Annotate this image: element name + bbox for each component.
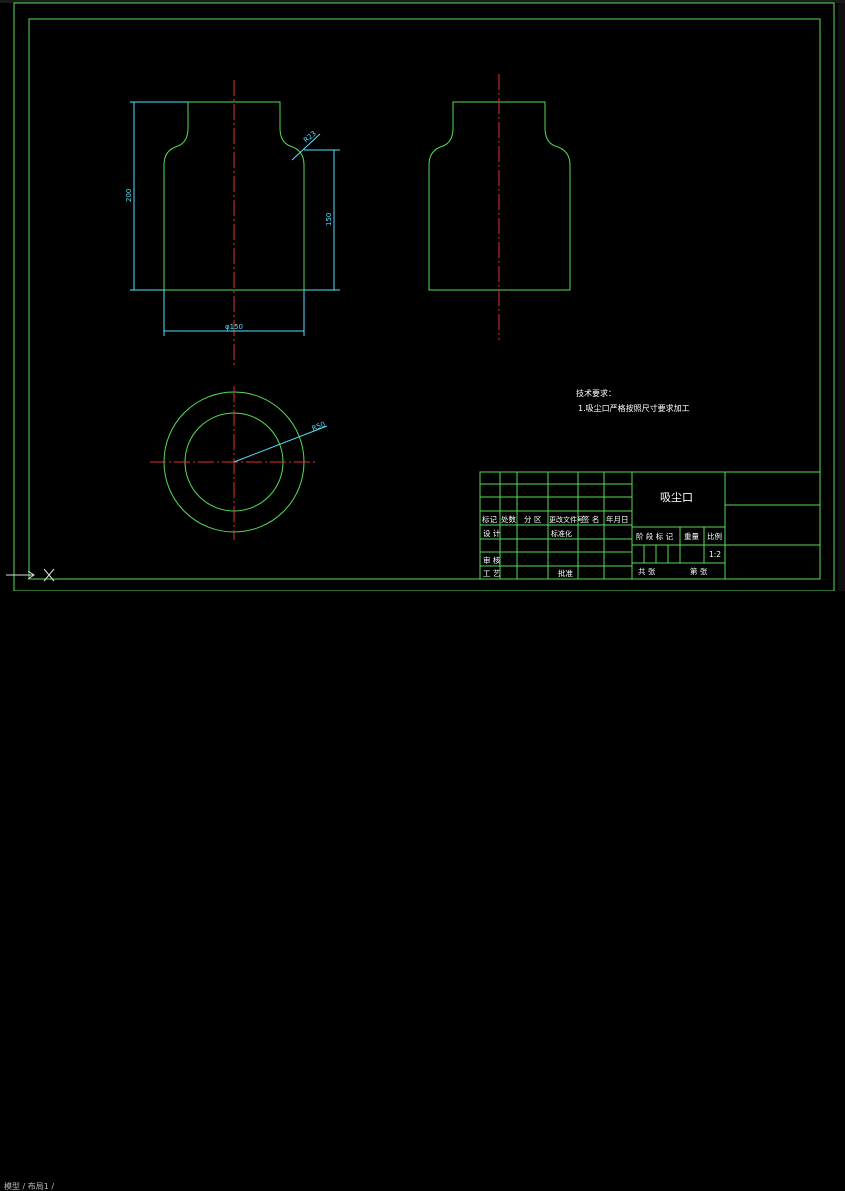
front-view: 200 150 φ150 R23 [125, 80, 340, 367]
title-block-label-fenqu: 分 区 [524, 515, 542, 524]
title-block-label-shenhe: 审 核 [483, 555, 501, 565]
title-block-label-sheji: 设 计 [483, 528, 501, 538]
dim-150-label: 150 [325, 213, 333, 226]
inner-frame [28, 18, 821, 580]
title-block-label-zhongliang: 重量 [684, 532, 699, 541]
layout-tabs-label[interactable]: 模型 / 布局1 / [4, 1182, 55, 1191]
top-border-bar [0, 0, 845, 3]
vertical-scrollbar[interactable] [838, 3, 845, 591]
side-view [428, 74, 571, 340]
title-block-label-riqi: 年月日 [606, 514, 629, 524]
side-view-outline [428, 101, 571, 291]
title-block-label-bili: 比例 [707, 531, 722, 541]
layout-tab-strip: 模型 / 布局1 / [0, 591, 845, 1191]
title-block-label-biaoji: 标记 [482, 514, 497, 524]
tech-requirements-title: 技术要求： [576, 388, 616, 398]
title-block-label-gongzhang: 共 张 [638, 567, 656, 576]
title-block-scale-value: 1:2 [709, 550, 721, 559]
tech-requirements-item-1: 1.吸尘口严格按照尺寸要求加工 [578, 403, 690, 413]
cad-drawing-canvas[interactable]: 200 150 φ150 R23 R50 技术要求： 1.吸尘口严格按照尺寸要求… [0, 0, 845, 600]
dim-r23-label: R23 [302, 130, 318, 145]
title-block-label-dizhang: 第 张 [690, 566, 708, 576]
title-block-label-pizhun: 批准 [558, 568, 573, 578]
title-block-label-biaozhunhua: 标准化 [551, 529, 572, 538]
outer-frame [13, 2, 835, 592]
ucs-icon [6, 568, 55, 582]
title-block-label-qianming: 签 名 [582, 514, 599, 524]
title-block-label-jieduan: 阶 段 标 记 [636, 531, 674, 541]
title-block [479, 471, 821, 580]
title-block-label-gongyi: 工 艺 [483, 569, 500, 578]
dim-phi150-label: φ150 [225, 323, 243, 331]
title-block-part-name: 吸尘口 [660, 491, 693, 504]
dim-r50-label: R50 [311, 420, 327, 433]
dim-r23-leader [291, 133, 321, 161]
dim-r50-leader [233, 425, 328, 463]
title-block-label-chushu: 处数 [501, 514, 516, 524]
dim-200-label: 200 [125, 189, 133, 202]
title-block-label-wenjian: 更改文件号 [549, 515, 584, 524]
top-view: R50 [150, 386, 328, 540]
